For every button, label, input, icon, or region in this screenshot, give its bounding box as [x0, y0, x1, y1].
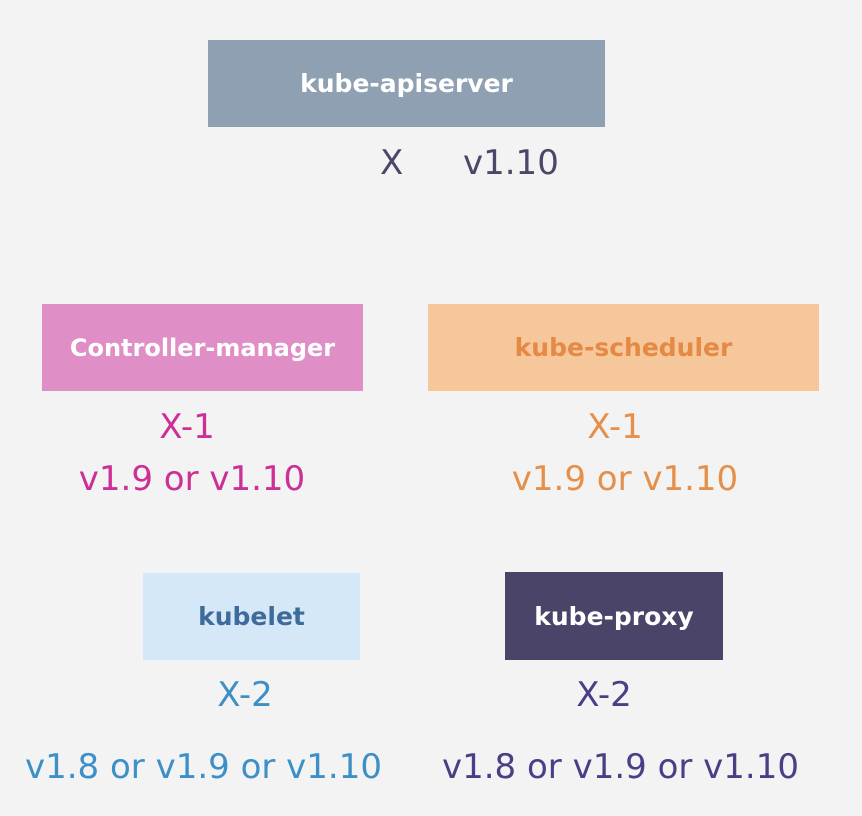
- kubelet-versions: v1.8 or v1.9 or v1.10: [25, 747, 382, 787]
- kube-scheduler-versions: v1.9 or v1.10: [511, 459, 739, 499]
- kube-proxy-version-label: X-2: [576, 675, 632, 715]
- kube-proxy-box: kube-proxy: [505, 572, 723, 660]
- kubelet-box: kubelet: [143, 573, 360, 660]
- kube-proxy-versions: v1.8 or v1.9 or v1.10: [442, 747, 799, 787]
- kube-apiserver-box: kube-apiserver: [208, 40, 605, 127]
- apiserver-version-label: X: [380, 143, 404, 183]
- controller-manager-box: Controller-manager: [42, 304, 363, 391]
- controller-manager-version-label: X-1: [159, 407, 215, 447]
- kube-scheduler-version-label: X-1: [587, 407, 643, 447]
- kube-scheduler-box: kube-scheduler: [428, 304, 819, 391]
- kubelet-version-label: X-2: [217, 675, 273, 715]
- apiserver-version: v1.10: [463, 143, 559, 183]
- controller-manager-versions: v1.9 or v1.10: [78, 459, 306, 499]
